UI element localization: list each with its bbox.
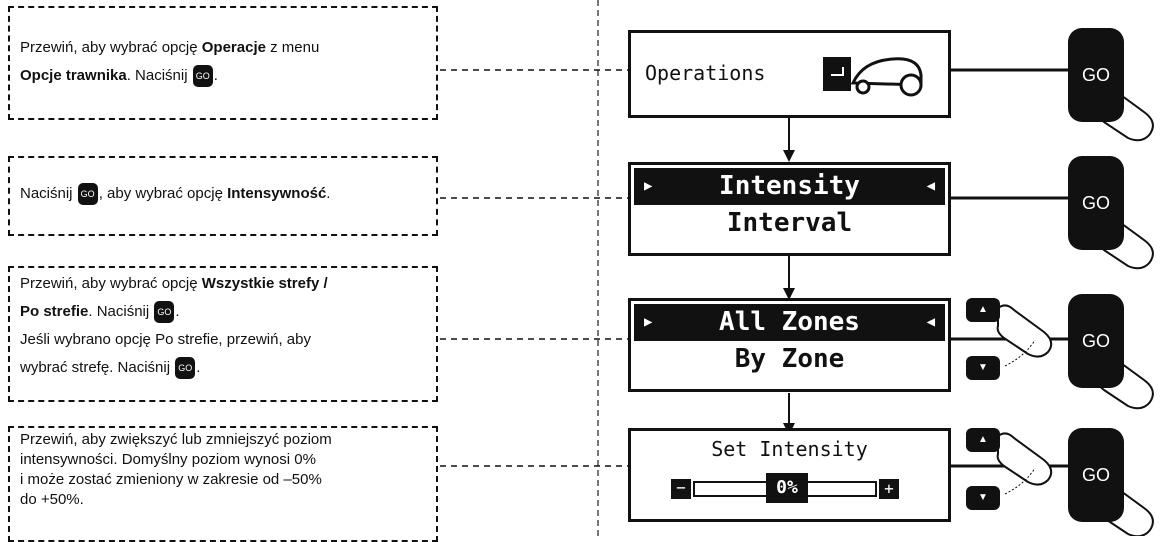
divider-line <box>597 0 599 536</box>
left-pointer-icon: ◀ <box>926 314 935 330</box>
dotted-arc-2 <box>1004 467 1036 495</box>
instruction-text: Przewiń, aby wybrać opcję <box>20 275 202 292</box>
selected-row: ▶ All Zones ◀ <box>634 304 945 341</box>
dashed-connectors <box>440 69 628 467</box>
instruction-text: Jeśli wybrano opcję Po strefie, przewiń,… <box>20 331 311 348</box>
instruction-text: . <box>196 359 201 376</box>
left-pointer-icon: ◀ <box>926 178 935 194</box>
option-name: Po strefie <box>20 303 89 320</box>
screen-set-intensity: Set Intensity − 0% + <box>628 428 951 522</box>
scroll-down-button[interactable]: ▼ <box>966 486 1000 510</box>
dotted-arc-1 <box>1004 339 1036 367</box>
scroll-down-button[interactable]: ▼ <box>966 356 1000 380</box>
mower-icon <box>823 57 923 97</box>
selected-item-label: Intensity <box>719 171 860 201</box>
screen-operations: Operations <box>628 30 951 118</box>
operations-label: Operations <box>645 61 766 85</box>
right-pointer-icon: ▶ <box>644 178 653 194</box>
option-name: Opcje trawnika <box>20 67 127 84</box>
instruction-text: . <box>213 67 218 84</box>
instruction-text: Przewiń, aby zwiększyć lub zmniejszyć po… <box>20 431 332 448</box>
scroll-hand-icon-2 <box>996 432 1053 486</box>
selected-item-label: All Zones <box>719 307 860 337</box>
instruction-text: wybrać strefę. Naciśnij <box>20 359 175 376</box>
step-box-4: Przewiń, aby zwiększyć lub zmniejszyć po… <box>8 426 438 542</box>
scroll-dotted-arcs <box>1004 339 1036 495</box>
go-button[interactable]: GO <box>1068 428 1124 522</box>
go-button-icon: GO <box>192 65 213 88</box>
instruction-text: i może zostać zmieniony w zakresie od –5… <box>20 471 322 488</box>
instruction-text: . Naciśnij <box>126 67 192 84</box>
screen-intensity-menu: ▶ Intensity ◀ Interval <box>628 162 951 256</box>
menu-item-interval: Interval <box>726 208 853 238</box>
minus-icon: − <box>671 479 691 499</box>
screen-zones-menu: ▶ All Zones ◀ By Zone <box>628 298 951 392</box>
instruction-text: Przewiń, aby wybrać opcję <box>20 39 202 56</box>
go-button[interactable]: GO <box>1068 294 1124 388</box>
go-button-icon: GO <box>154 301 175 324</box>
right-pointer-icon: ▶ <box>644 314 653 330</box>
option-name: Wszystkie strefy / <box>201 275 328 292</box>
selected-row: ▶ Intensity ◀ <box>634 168 945 205</box>
menu-item-by-zone: By Zone <box>734 344 845 374</box>
instruction-text: , aby wybrać opcję <box>98 185 228 202</box>
instruction-text: . Naciśnij <box>88 303 154 320</box>
scroll-up-button[interactable]: ▲ <box>966 428 1000 452</box>
instruction-text: intensywności. Domyślny poziom wynosi 0% <box>20 451 316 468</box>
arrow-head-2 <box>783 288 795 300</box>
scroll-up-button[interactable]: ▲ <box>966 298 1000 322</box>
option-name: Operacje <box>201 39 266 56</box>
plus-icon: + <box>879 479 899 499</box>
arrow-head-1 <box>783 150 795 162</box>
go-button-icon: GO <box>77 183 98 206</box>
instruction-text: . <box>175 303 180 320</box>
step-box-1: Przewiń, aby wybrać opcję Operacje z men… <box>8 6 438 120</box>
instruction-text: . <box>326 185 331 202</box>
instruction-text: z menu <box>265 39 320 56</box>
set-intensity-title: Set Intensity <box>711 437 868 461</box>
step-box-3: Przewiń, aby wybrać opcję Wszystkie stre… <box>8 266 438 402</box>
go-button[interactable]: GO <box>1068 156 1124 250</box>
scroll-hand-icon-1 <box>996 304 1053 358</box>
solid-connectors <box>951 68 1070 468</box>
instruction-text: do +50%. <box>20 491 84 508</box>
go-button[interactable]: GO <box>1068 28 1124 122</box>
intensity-value: 0% <box>766 473 808 503</box>
step-box-2: Naciśnij GO, aby wybrać opcję Intensywno… <box>8 156 438 236</box>
instruction-text: Naciśnij <box>20 185 77 202</box>
go-button-icon: GO <box>175 357 196 380</box>
option-name: Intensywność <box>227 185 327 202</box>
